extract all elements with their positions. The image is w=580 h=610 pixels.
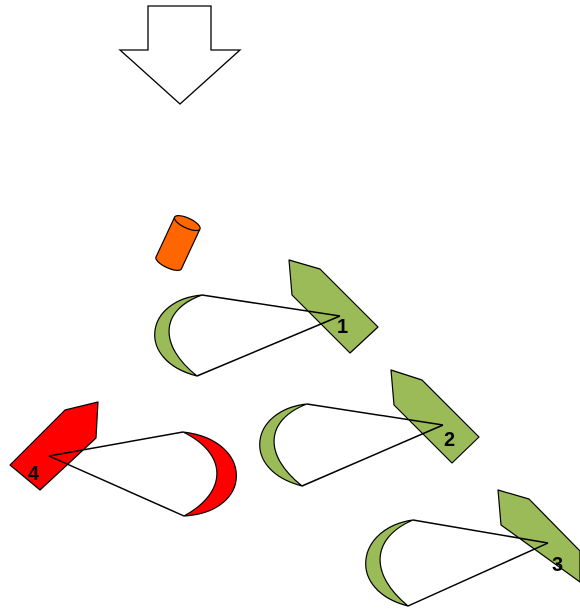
crescent-sail-icon (182, 431, 237, 517)
marker-number-2: 2 (444, 429, 455, 451)
kite-group-4: 4 (9, 401, 237, 517)
tether-line (407, 542, 549, 607)
tether-line (306, 403, 444, 426)
crescent-sail-icon (365, 519, 414, 607)
pentagon-boat-icon (9, 401, 99, 491)
pentagon-boat-icon (497, 489, 580, 583)
pentagon-boat-icon (288, 259, 379, 354)
tether-line (201, 294, 341, 317)
tether-line (196, 315, 341, 377)
tether-line (301, 424, 444, 487)
marker-number-4: 4 (28, 463, 40, 485)
cylinder-buoy-icon (155, 215, 201, 271)
marker-number-1: 1 (337, 316, 348, 338)
pentagon-boat-icon (390, 369, 480, 464)
down-arrow-icon (118, 5, 242, 105)
marker-number-3: 3 (552, 554, 563, 576)
kite-group-2: 2 (259, 369, 480, 487)
crescent-sail-icon (154, 294, 203, 377)
tether-line (48, 455, 185, 517)
kite-group-1: 1 (154, 259, 379, 377)
tether-line (48, 431, 184, 457)
kite-group-3: 3 (365, 489, 580, 607)
crescent-sail-icon (259, 403, 308, 487)
tether-line (412, 519, 549, 544)
